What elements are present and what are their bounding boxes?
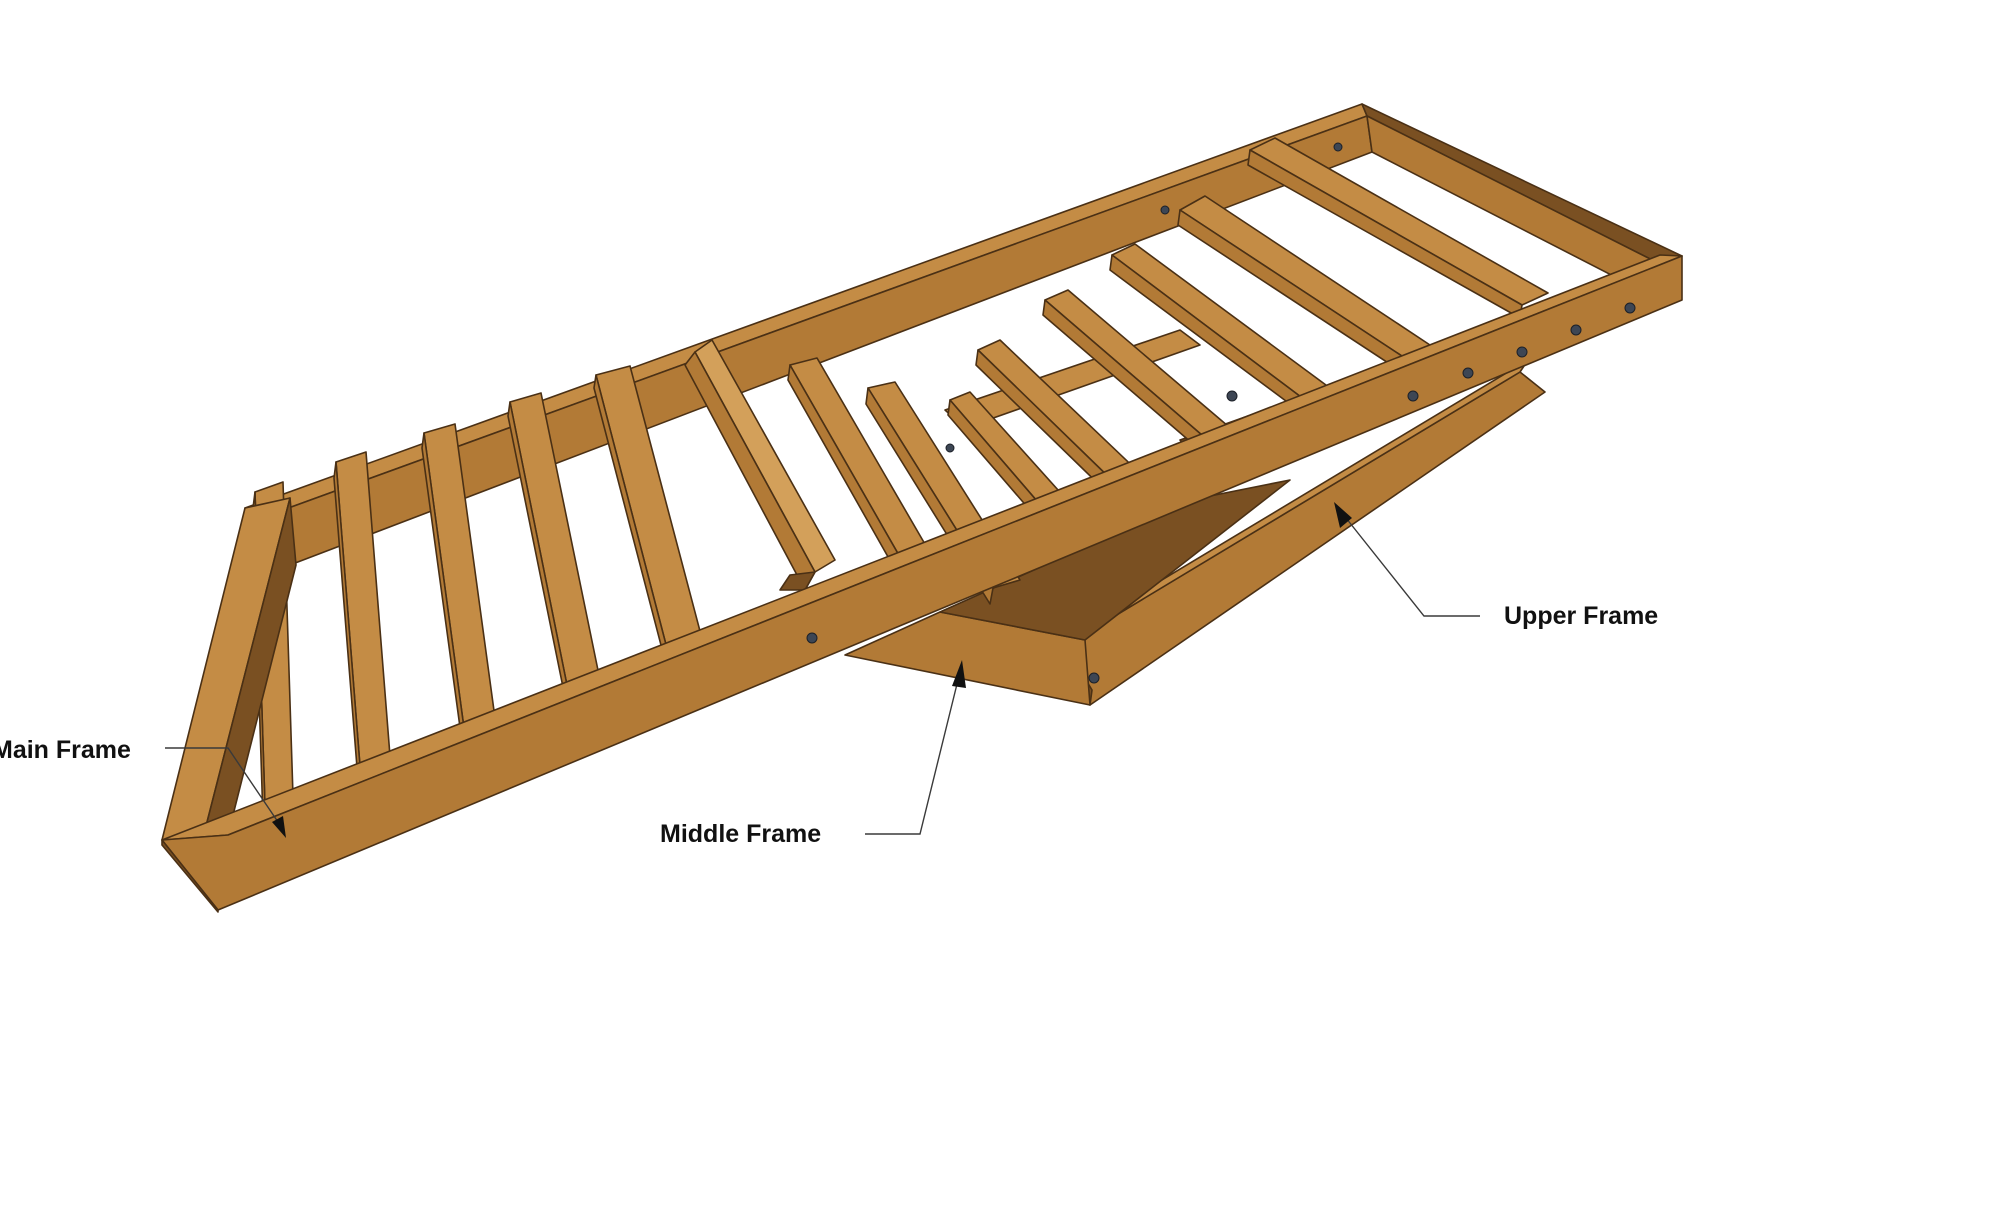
main-frame-near-rail-top — [161, 254, 1683, 841]
main-frame-near-bolt-6 — [1624, 302, 1636, 314]
callout-main-frame: Main Frame — [0, 736, 286, 838]
upper-frame-bolt-2 — [1226, 390, 1238, 402]
label-main-frame: Main Frame — [0, 736, 131, 764]
main-frame-near — [161, 254, 1683, 913]
main-frame-far-bolt-1 — [1160, 205, 1170, 215]
arrow-upper-frame — [1334, 502, 1352, 528]
arrow-middle-frame — [952, 660, 966, 688]
label-upper-frame: Upper Frame — [1504, 602, 1658, 630]
main-frame-near-bolt-4 — [1516, 346, 1528, 358]
leader-main-frame — [165, 747, 279, 823]
main-frame-near-bolt-3 — [1462, 367, 1474, 379]
callout-middle-frame: Middle Frame — [660, 660, 966, 848]
main-frame-far-bolt-2 — [1333, 142, 1343, 152]
main-frame-near-bolt-5 — [1570, 324, 1582, 336]
main-frame-near-bolt-2 — [1407, 390, 1419, 402]
callout-upper-frame: Upper Frame — [1334, 502, 1658, 630]
main-frame-far-bolt-3 — [945, 443, 955, 453]
upper-frame-bolt-1 — [1088, 672, 1100, 684]
main-frame-near-rail-face — [161, 255, 1683, 911]
seat-crossbar-end — [779, 571, 816, 591]
arrow-main-frame — [272, 816, 286, 838]
leader-middle-frame — [865, 679, 959, 835]
leader-upper-frame — [1345, 517, 1480, 617]
label-middle-frame: Middle Frame — [660, 820, 821, 848]
main-frame-near-bolt-1 — [806, 632, 818, 644]
main-frame-near-rail-end — [161, 839, 219, 913]
